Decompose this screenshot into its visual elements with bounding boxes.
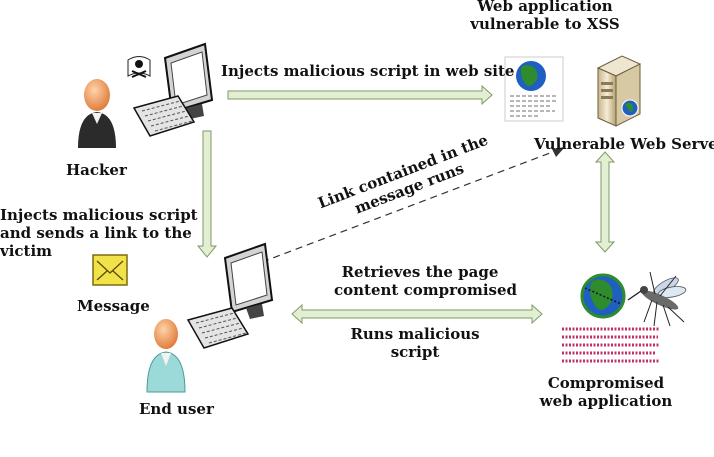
- computer-icon: [132, 42, 214, 137]
- compromised-app-label: Compromised web application: [530, 374, 682, 410]
- globe-icon: [580, 273, 626, 319]
- retrieves-line2: content compromised: [334, 281, 518, 299]
- inject-send-line3: victim: [0, 242, 53, 260]
- compromised-line1: Compromised: [547, 374, 665, 392]
- runs-line1: Runs malicious: [350, 325, 480, 343]
- runs-script-label: Runs malicious script: [340, 325, 490, 361]
- message-label: Message: [77, 297, 150, 315]
- mosquito-icon: [627, 271, 687, 327]
- web-app-title: Web application vulnerable to XSS: [465, 0, 625, 33]
- vulnerable-server-label: Vulnerable Web Server: [534, 135, 714, 153]
- arrow-link-runs-head: [552, 147, 565, 157]
- arrow-user-compromised: [291, 303, 543, 325]
- pirate-flag-icon: [127, 56, 151, 78]
- hacker-person-icon: [78, 79, 116, 148]
- web-app-title-line1: Web application: [477, 0, 613, 15]
- globe-icon: [516, 61, 546, 91]
- server-icon: [596, 55, 642, 127]
- inject-send-label: Injects malicious script and sends a lin…: [0, 206, 198, 260]
- hacker-label: Hacker: [66, 161, 127, 179]
- runs-line2: script: [390, 343, 440, 361]
- injects-site-label: Injects malicious script in web site: [221, 62, 515, 80]
- compromised-line2: web application: [539, 392, 673, 410]
- retrieves-label: Retrieves the page content compromised: [334, 263, 518, 299]
- end-user-label: End user: [139, 400, 214, 418]
- inject-send-line1: Injects malicious script: [0, 206, 198, 224]
- inject-send-line2: and sends a link to the: [0, 224, 192, 242]
- web-app-thumbnail: [504, 56, 564, 122]
- arrow-link-runs: [261, 149, 559, 263]
- web-app-title-line2: vulnerable to XSS: [470, 15, 620, 33]
- envelope-icon: [92, 254, 128, 286]
- end-user-person-icon: [146, 319, 186, 393]
- retrieves-line1: Retrieves the page: [341, 263, 499, 281]
- arrow-server-compromised: [594, 151, 616, 253]
- arrow-injects-site: [227, 84, 493, 106]
- arrow-hacker-to-user: [196, 130, 218, 258]
- computer-icon: [186, 242, 274, 349]
- compromised-app-graphic: [560, 273, 664, 368]
